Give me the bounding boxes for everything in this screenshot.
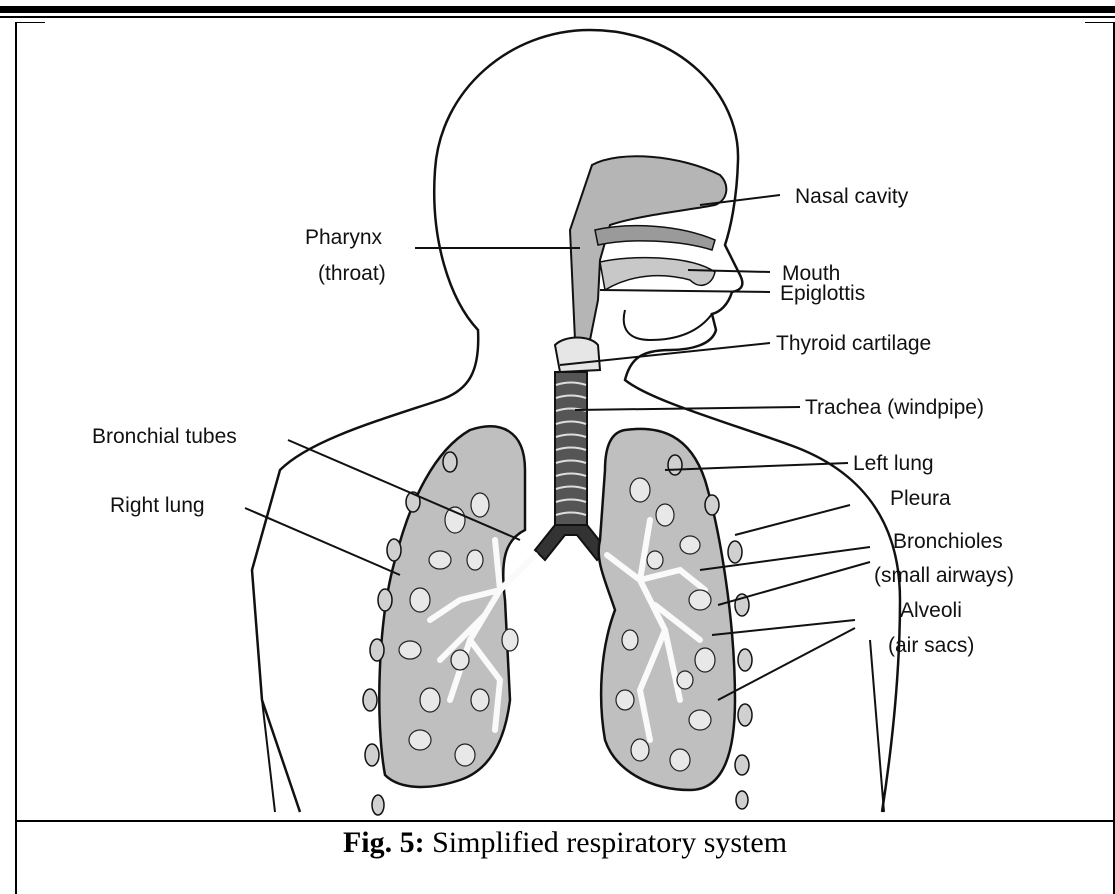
- left-lung: [599, 429, 735, 790]
- right-arm-outline: [870, 640, 884, 812]
- label-pleura: Pleura: [890, 487, 951, 510]
- label-pharynx-sub: (throat): [318, 262, 386, 285]
- label-pharynx: Pharynx: [305, 226, 383, 249]
- caption-divider: [15, 820, 1115, 822]
- caption-prefix: Fig. 5:: [343, 826, 425, 859]
- primary-bronchi: [535, 525, 607, 560]
- chin-outline: [624, 310, 712, 340]
- palate: [595, 226, 715, 250]
- thyroid-cartilage: [555, 338, 600, 373]
- figure-caption: Fig. 5: Simplified respiratory system: [15, 826, 1115, 860]
- label-bronchioles: Bronchioles: [893, 530, 1003, 553]
- caption-text: Simplified respiratory system: [425, 826, 787, 859]
- label-alveoli-sub: (air sacs): [888, 634, 974, 657]
- label-thyroid-cartilage: Thyroid cartilage: [776, 332, 931, 355]
- trachea: [555, 372, 587, 532]
- tongue: [600, 258, 715, 290]
- respiratory-diagram: Nasal cavity Mouth Epiglottis Thyroid ca…: [0, 0, 1115, 820]
- label-right-lung: Right lung: [110, 494, 205, 517]
- label-epiglottis: Epiglottis: [780, 282, 865, 305]
- label-nasal-cavity: Nasal cavity: [795, 185, 909, 208]
- label-alveoli: Alveoli: [900, 599, 962, 622]
- label-trachea: Trachea (windpipe): [805, 396, 984, 419]
- label-bronchioles-sub: (small airways): [874, 564, 1014, 587]
- label-left-lung: Left lung: [853, 452, 934, 475]
- label-bronchial-tubes: Bronchial tubes: [92, 425, 237, 448]
